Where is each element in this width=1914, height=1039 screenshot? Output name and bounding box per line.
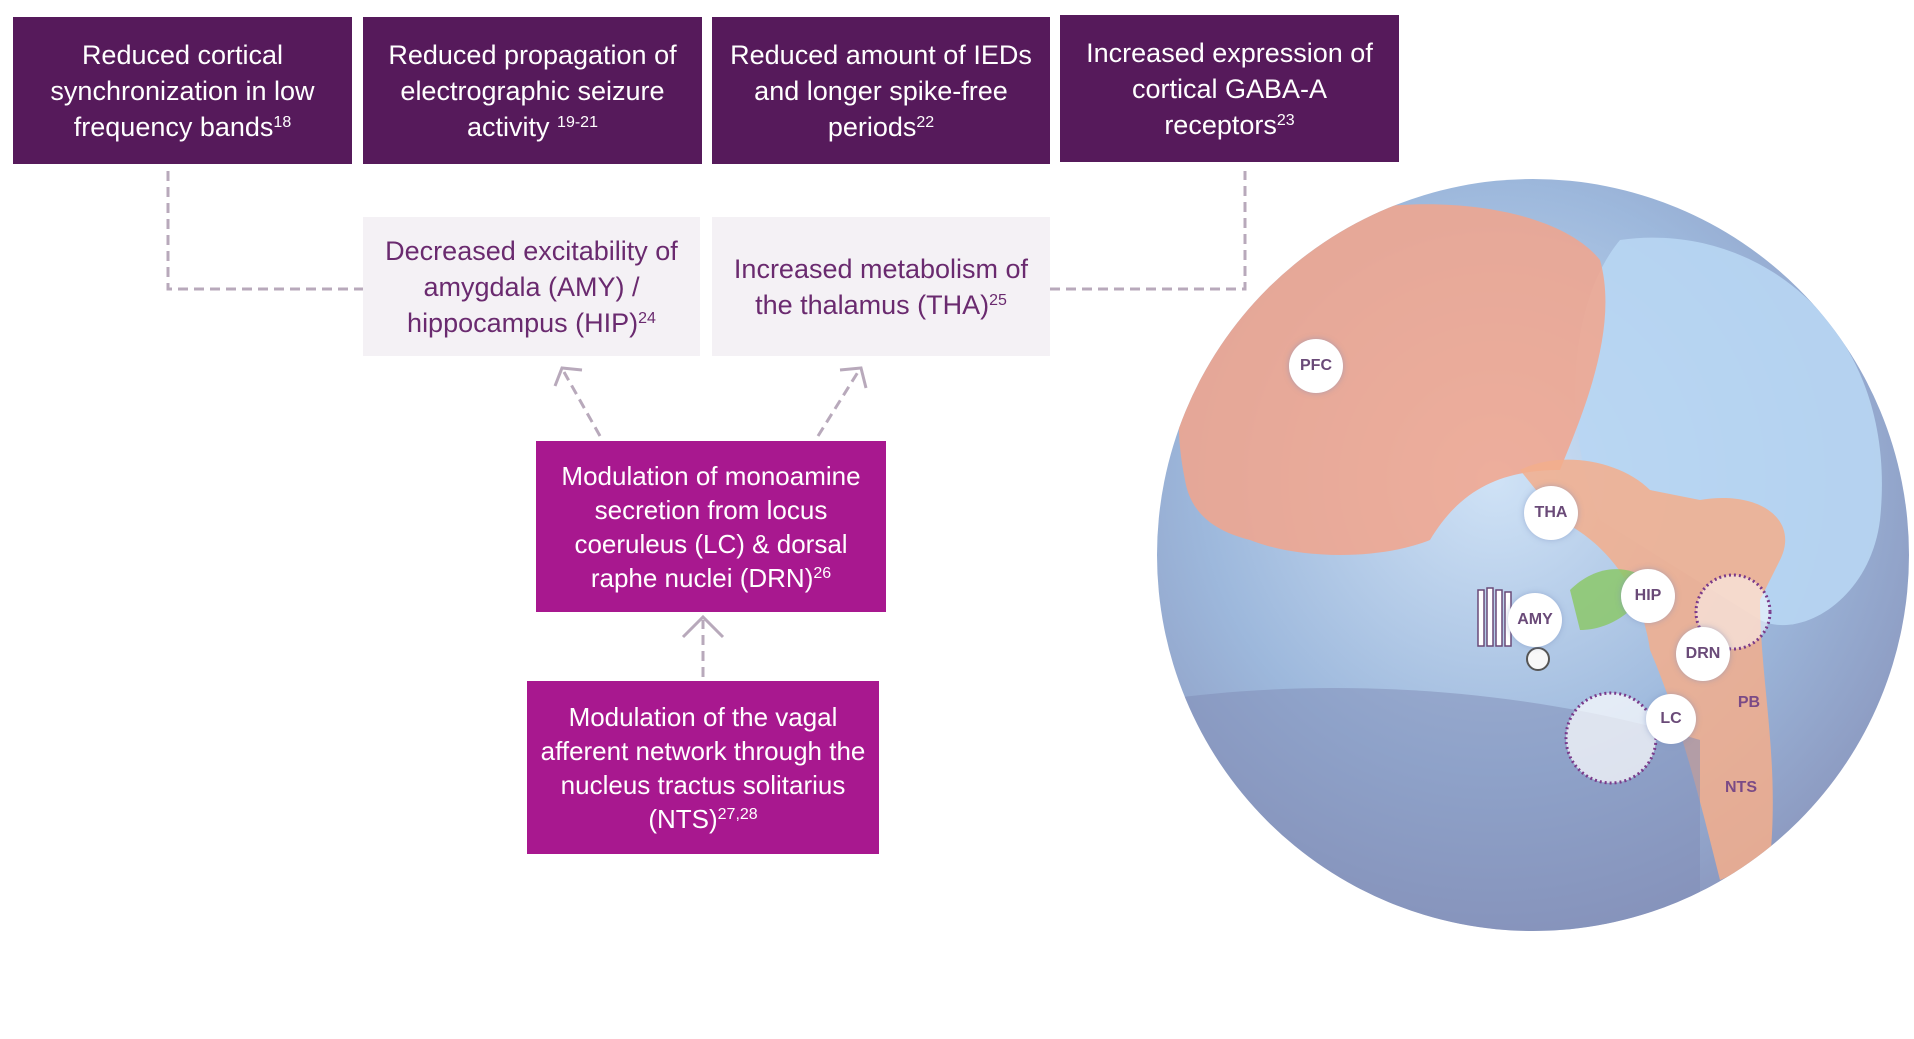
effect-box-thalamus: Increased metabolism of the thalamus (TH…	[712, 217, 1050, 356]
norepinephrine-molecule-icon	[1564, 691, 1658, 785]
outcome-box-seizure-propagation: Reduced propagation of electrographic se…	[363, 17, 702, 164]
outcome-text: Reduced cortical synchronization in low …	[50, 39, 315, 142]
mechanism-box-monoamine: Modulation of monoamine secretion from l…	[536, 441, 886, 612]
brain-label-hip: HIP	[1621, 569, 1675, 623]
mechanism-box-vagal: Modulation of the vagal afferent network…	[527, 681, 879, 854]
reference: 22	[916, 113, 935, 131]
effect-box-amygdala-hippocampus: Decreased excitability of amygdala (AMY)…	[363, 217, 700, 356]
outcome-box-ieds: Reduced amount of IEDs and longer spike-…	[712, 17, 1050, 164]
brain-label-pfc: PFC	[1289, 339, 1343, 393]
arrow-to-amy-hip	[562, 371, 602, 437]
brain-label-amy: AMY	[1508, 593, 1562, 647]
dashed-connector-right	[1050, 171, 1247, 291]
effect-text: Decreased excitability of amygdala (AMY)…	[385, 235, 678, 338]
mechanism-text: Modulation of the vagal afferent network…	[540, 701, 866, 834]
outcome-text: Reduced propagation of electrographic se…	[388, 39, 677, 142]
vesicle-icon	[1526, 647, 1550, 671]
reference: 27,28	[717, 805, 758, 823]
arrow-to-thalamus	[816, 371, 860, 437]
reference: 19-21	[557, 113, 598, 131]
outcome-text: Increased expression of cortical GABA-A …	[1086, 37, 1373, 140]
reference: 26	[813, 564, 832, 582]
outcome-box-cortical-sync: Reduced cortical synchronization in low …	[13, 17, 352, 164]
effect-text: Increased metabolism of the thalamus (TH…	[733, 253, 1029, 320]
brain-label-drn: DRN	[1676, 627, 1730, 681]
outcome-box-gaba: Increased expression of cortical GABA-A …	[1060, 15, 1399, 162]
outcome-text: Reduced amount of IEDs and longer spike-…	[730, 39, 1032, 142]
reference: 23	[1276, 111, 1295, 129]
brain-label-nts: NTS	[1725, 779, 1757, 796]
reference: 18	[273, 113, 292, 131]
reference: 25	[989, 291, 1007, 309]
mechanism-text: Modulation of monoamine secretion from l…	[561, 460, 861, 593]
brain-label-lc: LC	[1646, 694, 1696, 744]
reference: 24	[638, 309, 656, 327]
brain-label-tha: THA	[1524, 486, 1578, 540]
brain-label-pb: PB	[1737, 694, 1761, 711]
dashed-connector-left	[166, 171, 363, 291]
brain-illustration	[1157, 179, 1909, 931]
